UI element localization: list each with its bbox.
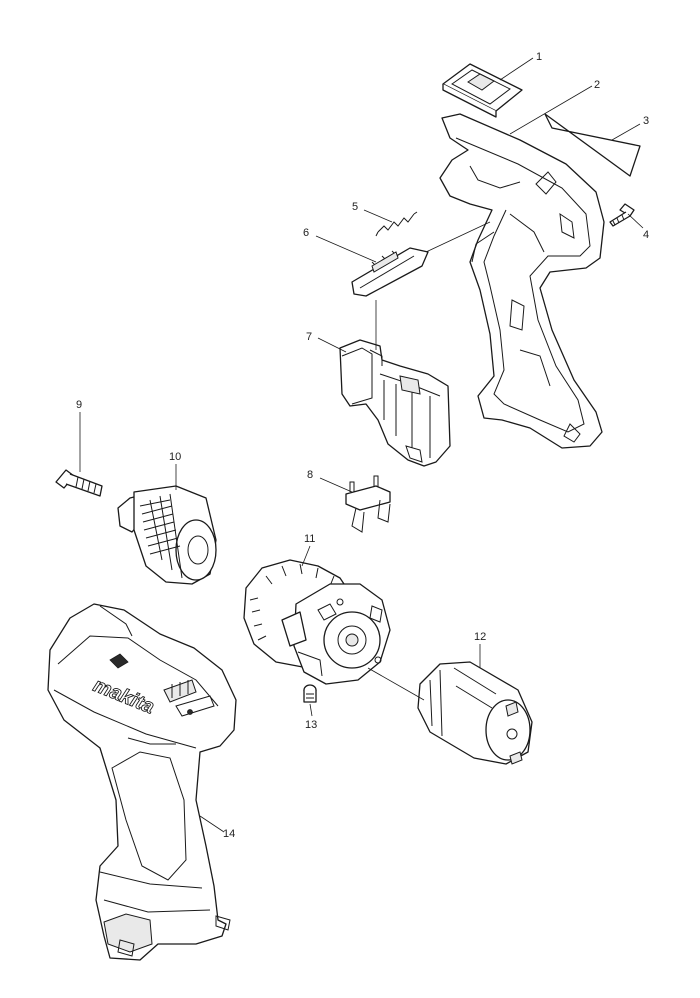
leader-2	[509, 85, 593, 135]
leader-1	[499, 57, 534, 81]
part-12-motor	[417, 661, 533, 765]
leader-3	[611, 123, 641, 141]
callout-6: 6	[303, 227, 309, 239]
part-5-spring	[375, 211, 418, 237]
part-8-terminal	[345, 475, 391, 533]
leader-14	[199, 815, 225, 833]
leader-12b	[367, 667, 425, 701]
callout-12: 12	[474, 631, 486, 643]
callout-13: 13	[305, 719, 317, 731]
callout-14: 14	[223, 828, 235, 840]
leader-8	[319, 477, 353, 493]
leader-7	[317, 337, 347, 353]
leader-4	[627, 213, 644, 229]
part-13-screw	[303, 684, 317, 703]
part-1-lever	[442, 63, 523, 118]
part-6-reverse-lever	[351, 247, 429, 297]
part-7-switch	[339, 339, 451, 467]
callout-10: 10	[169, 451, 181, 463]
part-3-label	[544, 113, 641, 177]
callout-2: 2	[594, 79, 600, 91]
callout-1: 1	[536, 51, 542, 63]
leader-5	[363, 209, 393, 223]
part-9-screw	[55, 469, 103, 497]
callout-11: 11	[304, 533, 315, 545]
leader-6	[315, 235, 377, 263]
callout-7: 7	[306, 331, 312, 343]
callout-9: 9	[76, 399, 82, 411]
callout-8: 8	[307, 469, 313, 481]
part-4-screw	[609, 203, 635, 227]
leader-13	[309, 703, 313, 717]
leader-11	[301, 545, 311, 567]
callout-3: 3	[643, 115, 649, 127]
part-11-gear-assembly	[243, 559, 391, 685]
part-2-housing	[439, 113, 605, 449]
leader-6b	[425, 221, 491, 253]
callout-4: 4	[643, 229, 649, 241]
part-14-housing-set: makita	[47, 603, 237, 961]
callout-5: 5	[352, 201, 358, 213]
part-10-chuck	[117, 485, 217, 585]
